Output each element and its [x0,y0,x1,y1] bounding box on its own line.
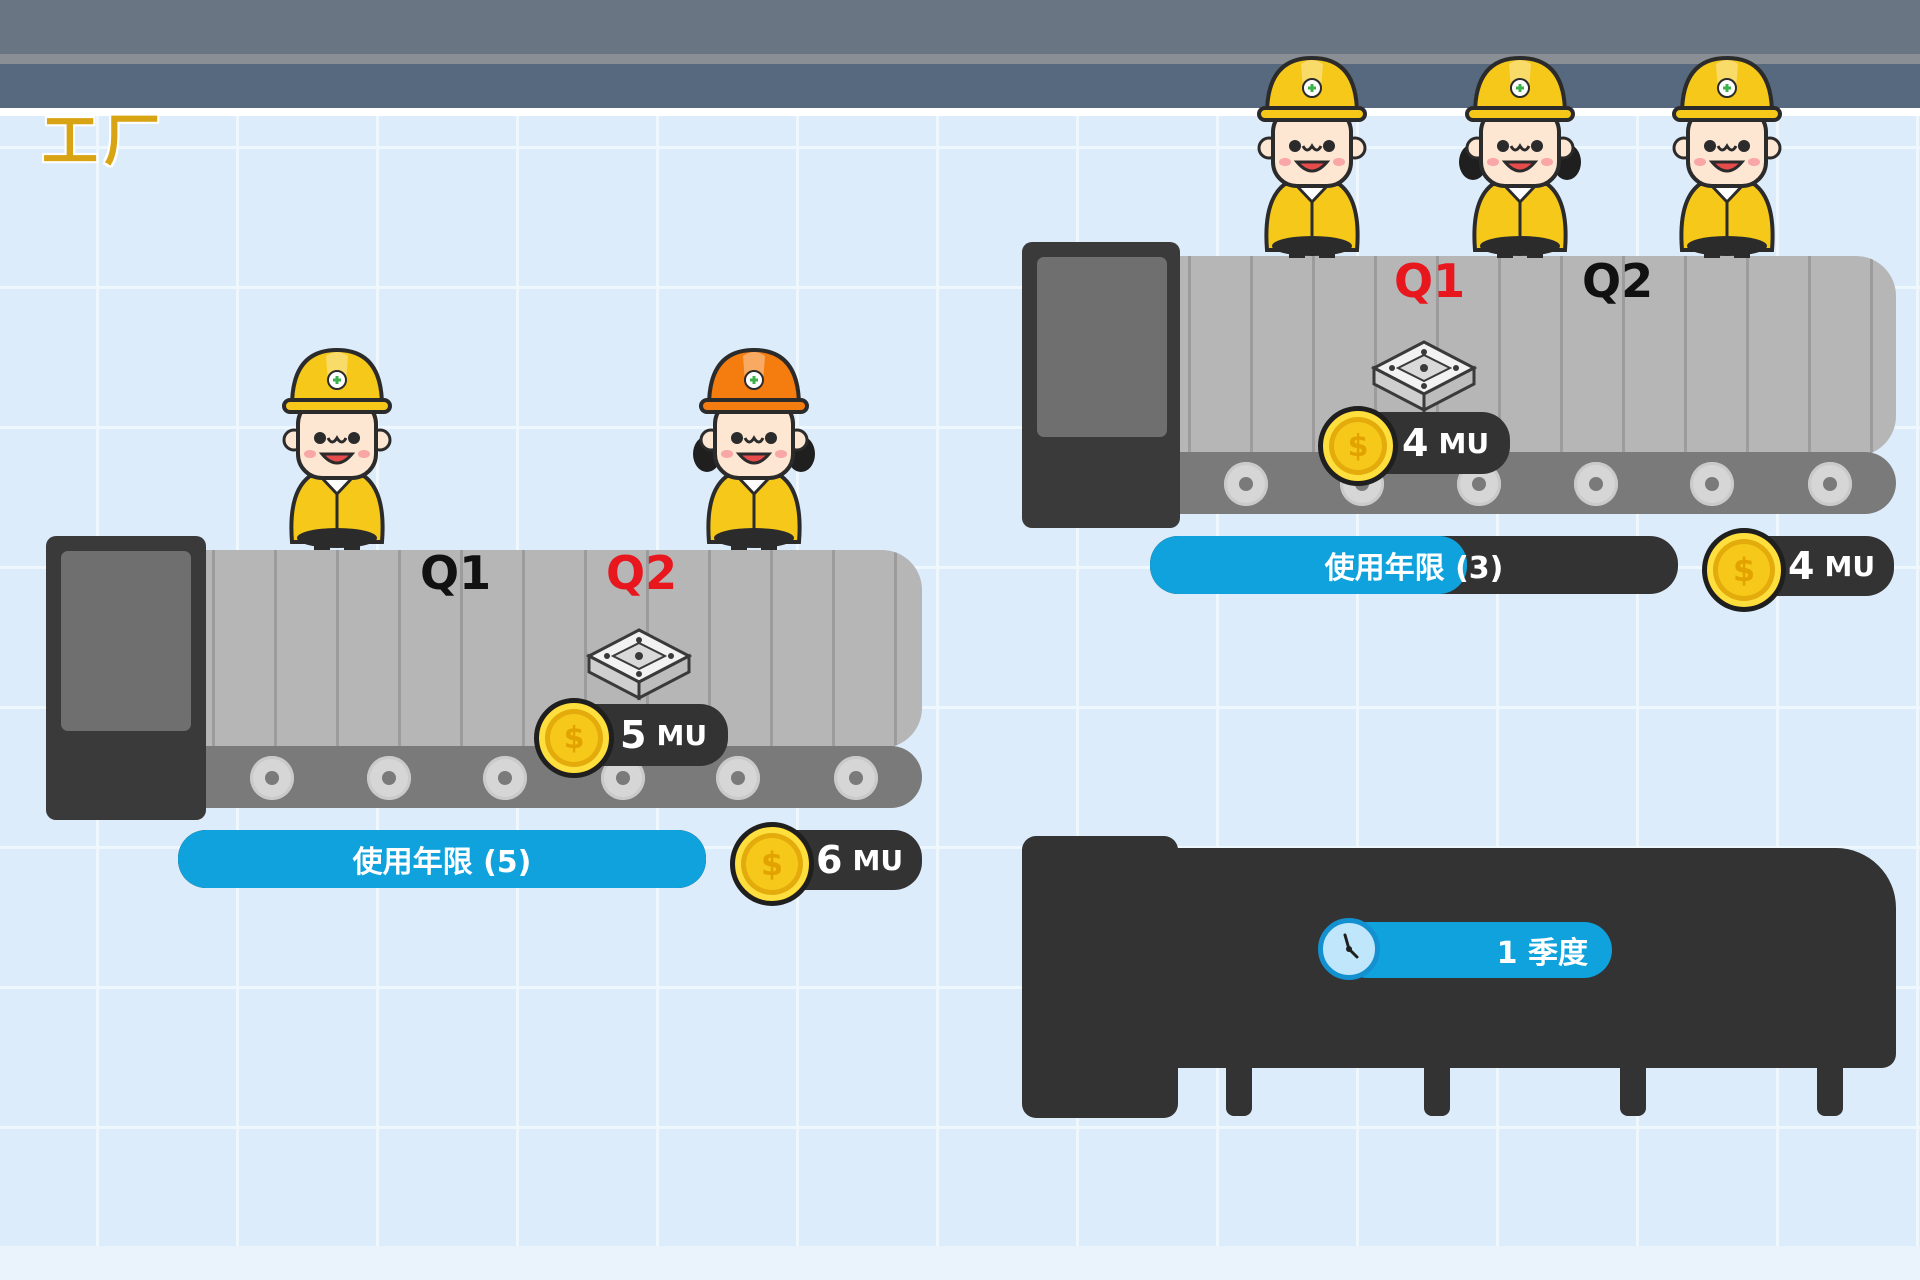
q1-label: Q1 [1394,254,1466,308]
running-cost-value: 4 [1788,544,1815,588]
idle-leg [1424,1060,1450,1116]
product-cost-unit: MU [656,718,708,752]
idle-leg [1226,1060,1252,1116]
coin-icon: $ [730,822,814,906]
roller [1574,462,1618,506]
nav-bar [0,64,1920,110]
machine-window [58,548,194,734]
roller [1808,462,1852,506]
machine-window [1034,254,1170,440]
bottom-strip [0,1246,1920,1280]
q2-label: Q2 [606,546,678,600]
coin-icon: $ [1318,406,1398,486]
idle-leg [1817,1060,1843,1116]
q1-label: Q1 [420,546,492,600]
top-bar [0,0,1920,54]
build-timer-label: 1 季度 [1496,936,1588,971]
coin-icon: $ [1702,528,1786,612]
page-title: 工厂 [41,108,166,176]
lifespan-text: 使用年限 (5) [352,845,532,880]
running-cost-unit: MU [1824,549,1876,583]
lifespan-fill [178,830,706,888]
roller [367,756,411,800]
lifespan-fill [1150,536,1467,594]
machine-part-icon [587,628,691,700]
lifespan-text: 使用年限 (3) [1324,551,1504,586]
roller [1224,462,1268,506]
worker-avatar[interactable] [274,342,400,552]
product-cost-unit: MU [1438,426,1490,460]
coin-icon: $ [534,698,614,778]
q2-label: Q2 [1582,254,1654,308]
running-cost-value: 6 [816,838,843,882]
clock-icon [1318,918,1380,980]
roller [250,756,294,800]
roller [483,756,527,800]
conveyor-belt [140,550,922,748]
worker-avatar[interactable] [1457,50,1583,260]
lifespan-bar: 使用年限 (3) [1150,536,1678,594]
build-timer: 1 季度 [1340,922,1612,978]
worker-avatar[interactable] [691,342,817,552]
product-cost-value: 4 [1402,421,1429,465]
nav-line [0,108,1920,116]
roller [834,756,878,800]
product-cost-value: 5 [620,713,647,757]
lifespan-bar: 使用年限 (5) [178,830,706,888]
worker-avatar[interactable] [1664,50,1790,260]
idle-leg [1620,1060,1646,1116]
machine-part-icon [1372,340,1476,412]
roller [716,756,760,800]
running-cost-unit: MU [852,843,904,877]
worker-avatar[interactable] [1249,50,1375,260]
conveyor-belt [1116,256,1896,456]
top-stripe [0,54,1920,64]
roller [1690,462,1734,506]
